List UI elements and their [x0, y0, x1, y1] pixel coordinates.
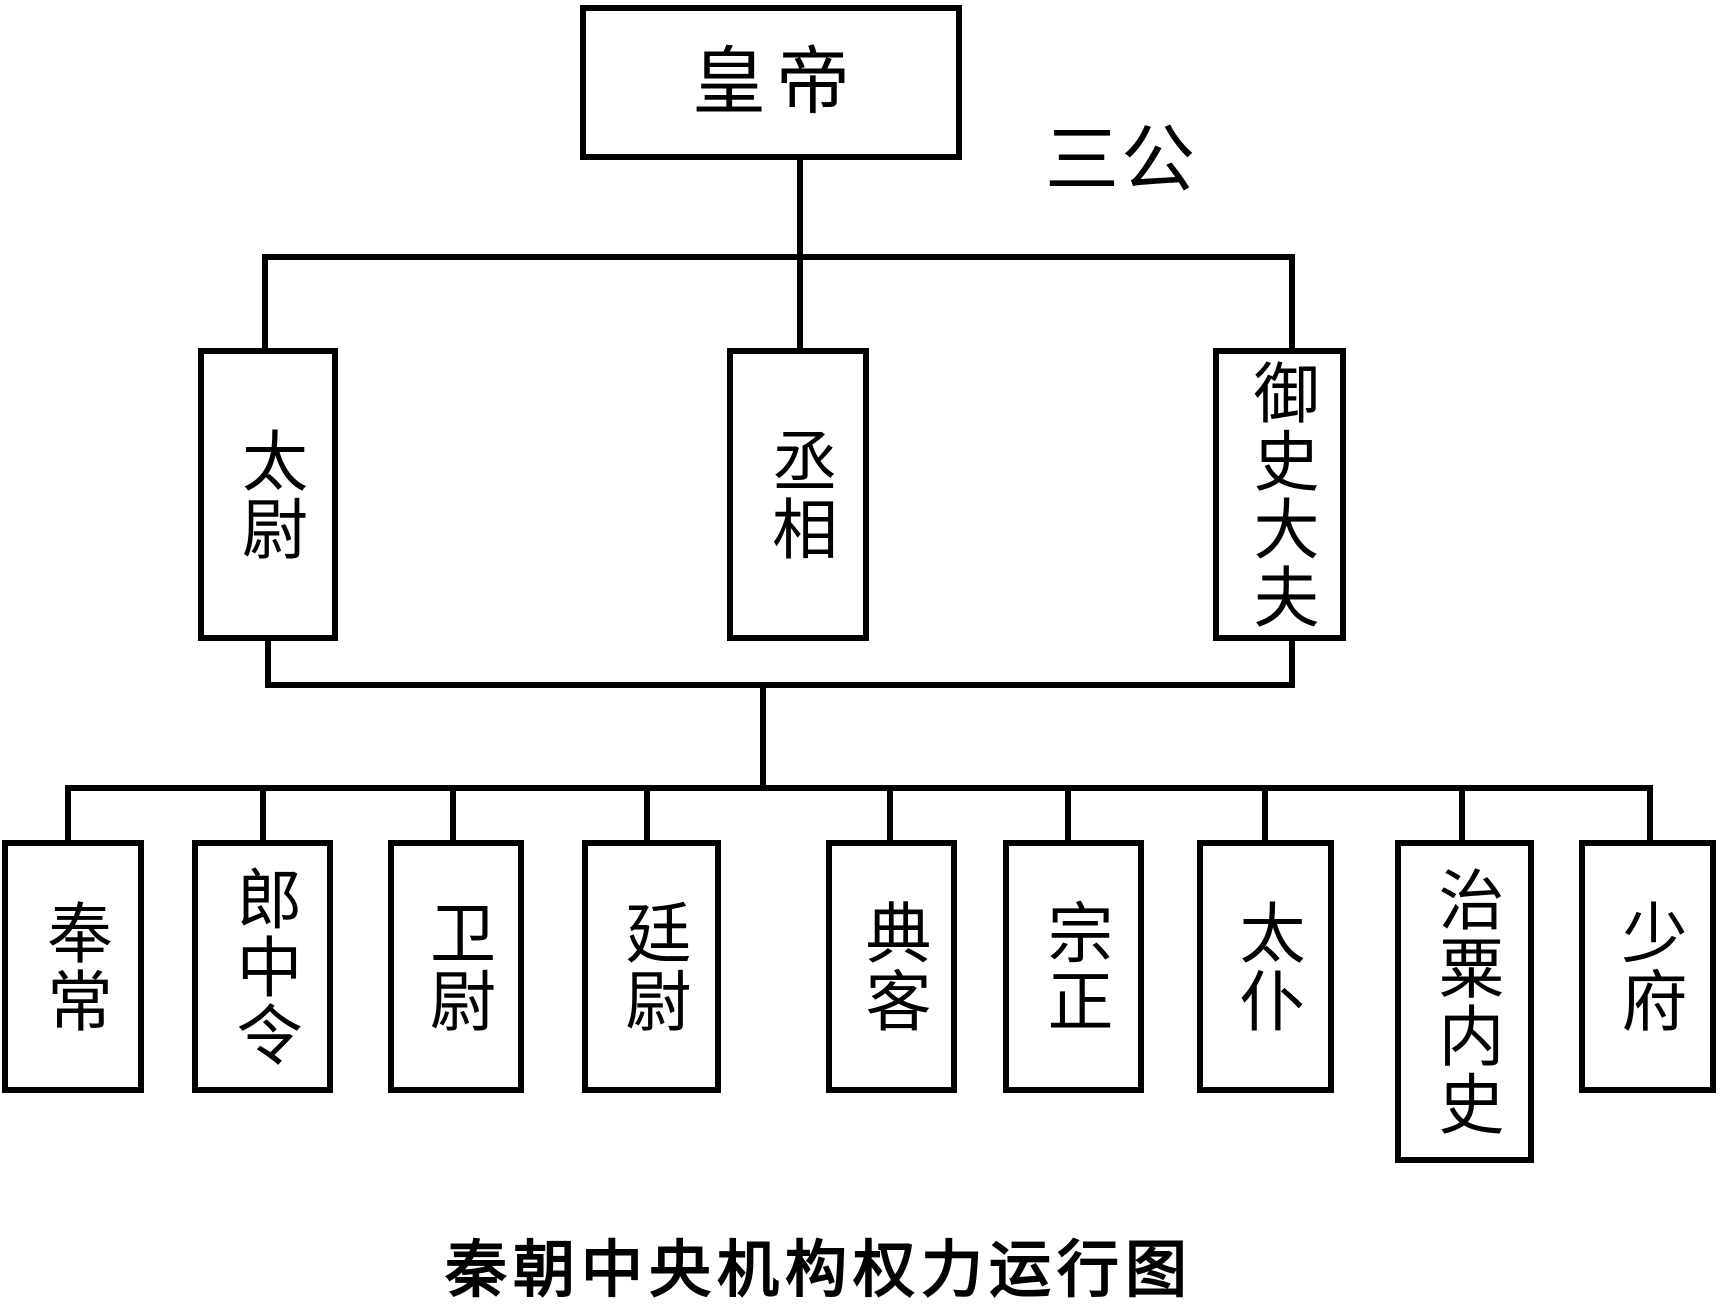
box-fengchang-label: 奉常: [37, 898, 110, 1035]
box-langzhongling: 郎中令: [192, 840, 333, 1093]
box-emperor: 皇帝: [580, 5, 962, 160]
box-tingwei-label: 廷尉: [615, 898, 689, 1035]
box-yushidafu: 御史大夫: [1213, 348, 1346, 641]
diagram-title: 秦朝中央机构权力运行图: [445, 1237, 1194, 1305]
box-yushidafu-label: 御史大夫: [1243, 358, 1317, 631]
box-taiwei: 太尉: [198, 348, 338, 641]
box-taipu: 太仆: [1197, 840, 1334, 1093]
box-tingwei: 廷尉: [582, 840, 721, 1093]
box-chengxiang-label: 丞相: [762, 426, 835, 563]
box-weiwei: 卫尉: [388, 840, 524, 1093]
box-zhisuneishi: 治粟内史: [1395, 840, 1534, 1163]
box-weiwei-label: 卫尉: [420, 898, 493, 1035]
box-shaofu: 少府: [1579, 840, 1716, 1093]
box-taiwei-label: 太尉: [232, 426, 305, 563]
box-taipu-label: 太仆: [1229, 898, 1303, 1035]
box-dianke-label: 典客: [855, 898, 929, 1035]
box-chengxiang: 丞相: [727, 348, 869, 641]
box-shaofu-label: 少府: [1611, 898, 1685, 1035]
box-dianke: 典客: [826, 840, 957, 1093]
box-zongzheng: 宗正: [1003, 840, 1144, 1093]
box-langzhongling-label: 郎中令: [226, 864, 300, 1069]
box-fengchang: 奉常: [2, 840, 144, 1093]
box-emperor-label: 皇帝: [692, 41, 860, 124]
box-zongzheng-label: 宗正: [1037, 898, 1111, 1035]
sangong-group-label: 三公: [1045, 120, 1197, 202]
box-zhisuneishi-label: 治粟内史: [1428, 865, 1502, 1138]
